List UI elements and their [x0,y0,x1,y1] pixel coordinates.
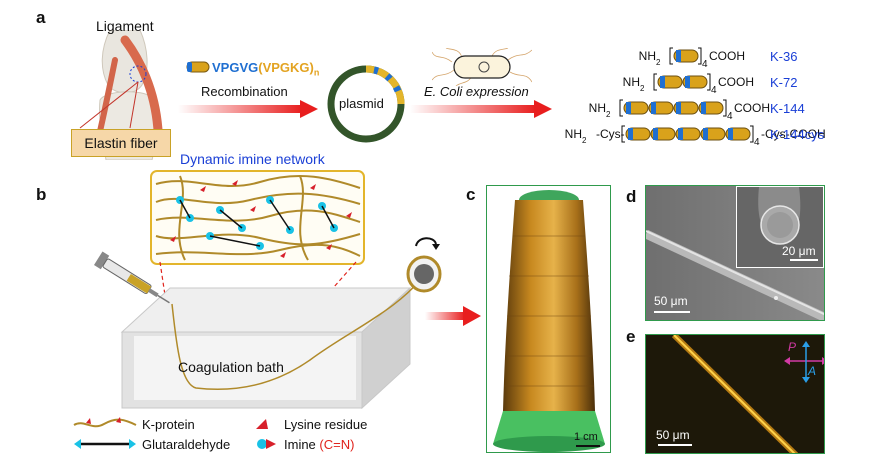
construct-3-block-marker [676,102,681,114]
panel-e-letter: e [626,327,636,346]
polarized-fiber-drawing [646,335,824,453]
construct-3-bracket-left [619,99,623,117]
panel-d-letter: d [626,187,637,206]
peptide-orange-part: (VPGKG) [258,60,314,75]
spool-photo-drawing [493,190,605,452]
collection-spool [406,255,442,293]
legend-lysine: Lysine residue [284,417,368,432]
polarized-scale-bar [658,444,692,446]
construct-3-block-marker [651,102,656,114]
construct-2-repeat: 4 [711,85,717,96]
plasmid-label: plasmid [339,96,384,111]
polarized-scale-label: 50 μm [656,428,690,442]
construct-4-block-marker [703,128,708,140]
construct-4-c-terminus: -Cys-COOH [761,127,826,141]
legend-k-protein: K-protein [142,417,195,432]
construct-4-block-marker [728,128,733,140]
construct-4-block-marker [653,128,658,140]
construct-2-bracket-right [707,73,711,91]
construct-2-bracket-left [653,73,657,91]
construct-3-block-marker [701,102,706,114]
sem-inset-scale-bar [790,259,818,261]
legend-lysine-icon [256,419,268,429]
legend-glutaraldehyde: Glutaraldehyde [142,437,231,452]
construct-3-bracket-right [723,99,727,117]
construct-3-n-terminus: NH [589,101,606,115]
sem-main-scale-label: 50 μm [654,294,688,308]
polarized-image [645,334,825,454]
construct-1-n-terminus: NH [639,49,656,63]
legend-glutaraldehyde-icon [74,439,136,449]
expression-arrow [410,100,552,118]
construct-1-n-subscript: 2 [656,58,661,67]
construct-1-bracket-left [669,47,673,65]
construct-4-name: K-144cys [770,127,825,142]
construct-1-repeat: 4 [702,59,708,70]
sem-inset-scale-label: 20 μm [782,244,816,258]
legend-k-protein-icon [73,417,137,428]
imine-network-diagram [150,170,365,265]
to-spool-arrow [425,306,481,326]
network-title: Dynamic imine network [180,151,325,167]
sem-inset-image [736,186,824,268]
construct-1-name: K-36 [770,49,797,64]
construct-4-repeat: 4 [754,137,760,148]
e-coli-icon [432,48,532,86]
spool-scale-bar [576,445,600,447]
construct-4-n-subscript: 2 [582,136,587,145]
construct-4-bracket-left [621,125,625,143]
construct-3-repeat: 4 [727,111,733,122]
construct-4-block-marker [628,128,633,140]
construct-2-c-terminus: COOH [718,75,754,89]
legend-imine-formula: (C=N) [319,437,355,452]
construct-2-n-terminus: NH [623,75,640,89]
panel-a-letter: a [36,8,46,27]
construct-3-block-marker [626,102,631,114]
ligament-label: Ligament [96,18,154,34]
construct-4-bracket-right [750,125,754,143]
peptide-blue-part: VPGVG [212,60,259,75]
legend-imine: Imine (C=N) [284,437,354,452]
coagulation-bath-label: Coagulation bath [178,359,284,375]
construct-2-n-subscript: 2 [640,84,645,93]
construct-1-bracket-right [698,47,702,65]
construct-4-block-marker [678,128,683,140]
construct-3-n-subscript: 2 [606,110,611,119]
construct-4-n-terminus: NH [565,127,582,141]
rotate-arrow-icon [415,237,440,250]
coagulation-bath [120,280,420,410]
spool-photo [486,185,611,453]
construct-3-c-terminus: COOH [734,101,770,115]
expression-label: E. Coli expression [424,84,529,99]
peptide-block-icon [186,61,210,73]
peptide-sequence: VPGVG(VPGKG)n [212,60,319,78]
syringe-icon [93,251,170,304]
panel-c-letter: c [466,185,476,204]
legend-imine-text: Imine [284,437,316,452]
construct-2-block-marker [660,76,665,88]
spool-scale-label: 1 cm [574,431,598,443]
panel-b-letter: b [36,185,47,204]
analyzer-label: A [808,364,817,378]
peptide-subscript: n [313,67,320,78]
construct-1-block-marker [676,50,681,62]
elastin-fiber-label: Elastin fiber [71,129,171,157]
recombination-label: Recombination [201,84,288,99]
polarizer-label: P [788,340,797,354]
construct-1-c-terminus: COOH [709,49,745,63]
sem-cross-section-drawing [737,187,823,267]
construct-2-block-marker [685,76,690,88]
sem-main-scale-bar [654,311,690,313]
recombination-arrow [178,100,318,118]
construct-3-name: K-144 [770,101,805,116]
construct-4-cys-left: -Cys- [596,127,625,141]
construct-2-name: K-72 [770,75,797,90]
legend-imine-icon [257,439,276,449]
plasmid-ring [327,65,405,143]
